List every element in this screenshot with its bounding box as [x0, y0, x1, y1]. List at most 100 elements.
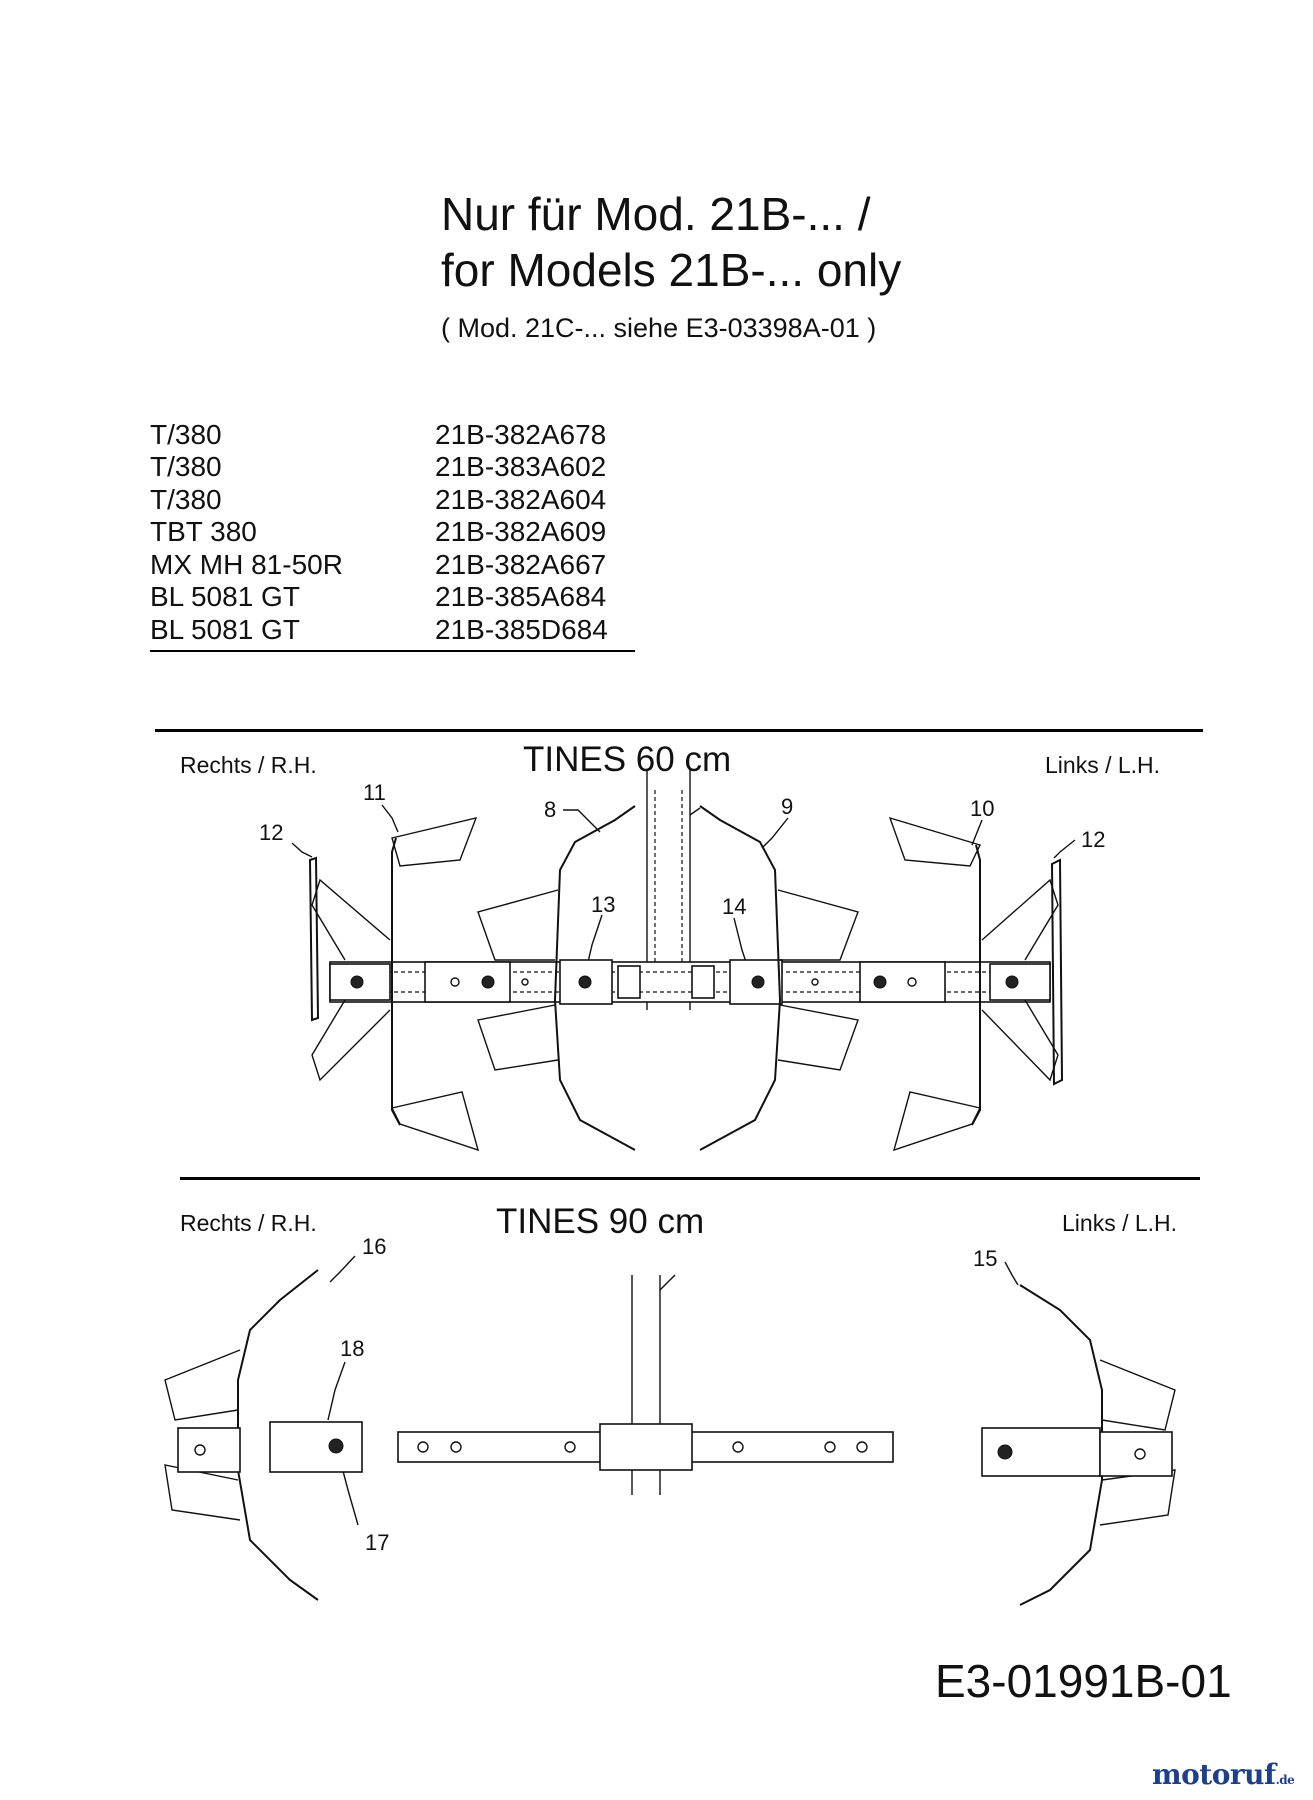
disc-12-right: [308, 856, 320, 1022]
tine-8-blade-upper: [477, 889, 559, 961]
leader-9: [761, 817, 789, 849]
bolt-17: [328, 1438, 344, 1454]
tine-16-blade-upper: [164, 1349, 241, 1421]
watermark-logo: motoruf.de: [1152, 1758, 1295, 1791]
model-name: TBT 380: [150, 516, 257, 547]
section-60-left-label: Links / L.H.: [1045, 752, 1161, 778]
callout-11: 11: [363, 780, 386, 805]
model-code: 21B-382A604: [435, 483, 607, 515]
bolt: [350, 975, 364, 989]
model-code: 21B-382A609: [435, 516, 607, 547]
tine-10-blade-lower: [981, 999, 1059, 1082]
callout-17: 17: [365, 1530, 390, 1555]
model-code: 21B-385D684: [435, 613, 608, 645]
bolt: [1005, 975, 1019, 989]
leader-15: [1004, 1261, 1019, 1286]
tine-11-blade-upper: [311, 878, 391, 961]
hole: [450, 1441, 462, 1453]
hole: [417, 1441, 429, 1453]
hole: [450, 977, 460, 987]
section-60-divider: [155, 729, 1203, 732]
hub-left-end: [989, 963, 1051, 1001]
callout-15: 15: [973, 1246, 998, 1271]
bolt: [481, 975, 495, 989]
tine-10-blade-top: [888, 816, 981, 867]
model-name: T/380: [150, 418, 222, 450]
table-row: MX MH 81-50R 21B-382A667: [150, 548, 635, 581]
callout-12-left: 12: [1081, 827, 1106, 852]
leader-18: [327, 1361, 346, 1421]
callout-13: 13: [591, 892, 616, 917]
callout-14: 14: [722, 894, 747, 919]
tine-8-blade-lower: [477, 1004, 559, 1071]
tine-9-blade-upper: [777, 889, 859, 961]
model-code: 21B-382A667: [435, 548, 607, 580]
leader-16: [329, 1255, 356, 1283]
hole: [907, 977, 917, 987]
section-90-right-label: Rechts / R.H.: [180, 1210, 317, 1236]
hub-left-inner: [859, 961, 946, 1003]
bolt-13: [578, 975, 592, 989]
callout-9: 9: [781, 794, 794, 819]
callout-8: 8: [544, 797, 557, 822]
hole: [824, 1441, 836, 1453]
leader-8: [563, 809, 601, 833]
bolt: [997, 1444, 1013, 1460]
shaft-tab: [689, 807, 701, 816]
callout-18: 18: [340, 1336, 365, 1361]
tine-15-blade-upper: [1099, 1359, 1176, 1431]
tine-11-blade-bottom: [390, 1091, 480, 1152]
tine-11-blade-top: [391, 817, 478, 867]
leader-11: [381, 804, 399, 833]
bolt-14: [751, 975, 765, 989]
hub-18: [269, 1421, 363, 1473]
callout-10: 10: [970, 796, 995, 821]
hole: [1134, 1448, 1146, 1460]
hole: [732, 1441, 744, 1453]
callout-12-right: 12: [259, 820, 284, 845]
hole: [856, 1441, 868, 1453]
title-note: ( Mod. 21C-... siehe E3-03398A-01 ): [441, 313, 877, 343]
tine-10-blade-upper: [981, 878, 1059, 961]
tine-15-blade-lower: [1099, 1469, 1176, 1526]
leader-10: [971, 819, 983, 846]
tine-16-curve: [237, 1269, 319, 1601]
section-90-left-label: Links / L.H.: [1062, 1210, 1178, 1236]
tine-8-curve: [553, 805, 636, 1151]
model-name: MX MH 81-50R: [150, 548, 343, 580]
section-90-divider: [180, 1177, 1200, 1180]
tine-11-blade-lower: [311, 999, 391, 1082]
shaft-tab-90: [659, 1274, 676, 1291]
tine-9-curve: [699, 805, 782, 1151]
table-row: T/380 21B-382A604: [150, 483, 635, 516]
section-60-title: TINES 60 cm: [523, 740, 732, 779]
leader-12-left: [1053, 839, 1076, 859]
watermark-suffix: .de: [1275, 1773, 1295, 1787]
leader-12-right: [291, 842, 313, 858]
callout-16: 16: [362, 1234, 387, 1259]
hole: [564, 1441, 576, 1453]
tines-60-assembly: [291, 770, 1076, 1152]
coupler-right: [617, 965, 641, 999]
model-name: BL 5081 GT: [150, 613, 300, 645]
tine-9-blade-lower: [777, 1004, 859, 1071]
disc-12-left: [1050, 858, 1064, 1086]
title-line-1: Nur für Mod. 21B-... /: [441, 188, 871, 240]
hub-90-right: [177, 1427, 241, 1473]
tine-16-blade-lower: [164, 1464, 241, 1521]
bolt: [873, 975, 887, 989]
model-name: T/380: [150, 483, 222, 515]
table-row: TBT 380 21B-382A609: [150, 516, 635, 549]
hole: [811, 978, 819, 986]
watermark-text: motoruf: [1152, 1758, 1276, 1791]
hole: [521, 978, 529, 986]
hole: [194, 1444, 206, 1456]
document-number: E3-01991B-01: [935, 1655, 1232, 1707]
model-code: 21B-385A684: [435, 581, 607, 612]
table-underline: [150, 650, 635, 652]
